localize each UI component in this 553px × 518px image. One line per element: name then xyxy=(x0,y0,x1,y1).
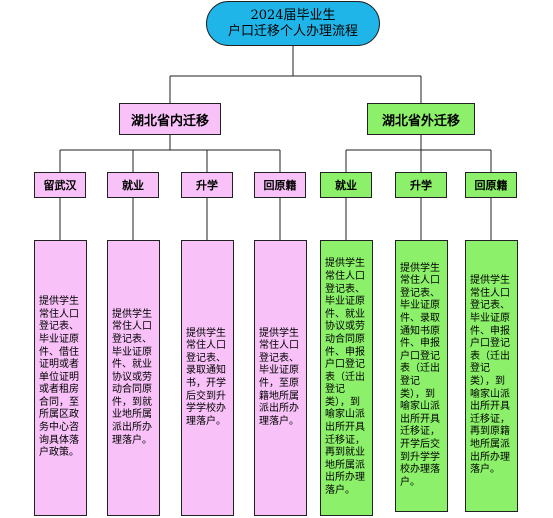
detail-in-return-origin: 提供学生常住人口登记表、毕业证原件，至原籍地所属派出所办理落户。 xyxy=(254,240,307,516)
leaf-out-employment: 就业 xyxy=(320,172,372,198)
detail-out-further-study-text: 提供学生常住人口登记表、毕业证原件、录取通知书原件、申报户口登记表（迁出登记类）… xyxy=(400,262,440,488)
detail-in-further-study-text: 提供学生常住人口登记表、录取通知书，开学后交到升学学校办理落户。 xyxy=(186,327,226,427)
branch-hubei-out: 湖北省外迁移 xyxy=(367,103,475,135)
detail-in-employment-text: 提供学生常住人口登记表、毕业证原件、就业协议或劳动合同原件，到就业地所属派出所办… xyxy=(112,308,152,446)
detail-out-employment-text: 提供学生常住人口登记表、毕业证原件、就业协议或劳动合同原件、申报户口登记表（迁出… xyxy=(325,258,365,497)
detail-in-stay-wuhan-text: 提供学生常住人口登记表、毕业证原件、借住证明或者单位证明或者租房合同，至所属区政… xyxy=(39,296,79,459)
detail-out-return-origin-text: 提供学生常住人口登记表、毕业证原件、申报户口登记表（迁出登记类），到喻家山派出所… xyxy=(470,275,510,476)
leaf-out-further-study: 升学 xyxy=(395,172,447,198)
flow-title-line1: 2024届毕业生 xyxy=(250,7,336,23)
detail-out-return-origin: 提供学生常住人口登记表、毕业证原件、申报户口登记表（迁出登记类），到喻家山派出所… xyxy=(465,240,518,512)
detail-in-return-origin-text: 提供学生常住人口登记表、毕业证原件，至原籍地所属派出所办理落户。 xyxy=(259,327,299,427)
detail-out-employment: 提供学生常住人口登记表、毕业证原件、就业协议或劳动合同原件、申报户口登记表（迁出… xyxy=(320,240,373,516)
leaf-in-stay-wuhan: 留武汉 xyxy=(34,172,86,198)
detail-in-further-study: 提供学生常住人口登记表、录取通知书，开学后交到升学学校办理落户。 xyxy=(181,240,234,516)
branch-hubei-in: 湖北省内迁移 xyxy=(119,103,221,135)
leaf-in-employment: 就业 xyxy=(107,172,159,198)
detail-out-further-study: 提供学生常住人口登记表、毕业证原件、录取通知书原件、申报户口登记表（迁出登记类）… xyxy=(395,240,448,512)
detail-in-stay-wuhan: 提供学生常住人口登记表、毕业证原件、借住证明或者单位证明或者租房合同，至所属区政… xyxy=(34,240,87,516)
flow-title-line2: 户口迁移个人办理流程 xyxy=(227,23,358,39)
leaf-out-return-origin: 回原籍 xyxy=(465,172,517,198)
detail-in-employment: 提供学生常住人口登记表、毕业证原件、就业协议或劳动合同原件，到就业地所属派出所办… xyxy=(107,240,160,516)
leaf-in-further-study: 升学 xyxy=(181,172,233,198)
leaf-in-return-origin: 回原籍 xyxy=(254,172,306,198)
flow-title: 2024届毕业生 户口迁移个人办理流程 xyxy=(206,1,380,46)
